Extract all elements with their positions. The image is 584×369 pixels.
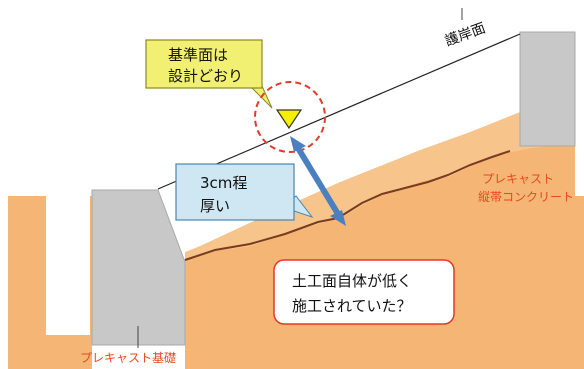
reference-highlight-circle: [254, 81, 326, 153]
reference-callout-box: [145, 39, 263, 89]
precast-band-concrete-label-line2: 縦帯コンクリート: [478, 190, 574, 204]
thickness-callout-line1: 3cm程: [200, 174, 247, 192]
note-line1: 土工面自体が低く: [292, 272, 412, 290]
precast-band-concrete-label-line1: プレキャスト: [482, 172, 554, 186]
precast-band-concrete-block: [519, 31, 576, 147]
reference-callout-line2: 設計どおり: [168, 67, 243, 85]
earth-surface-line: [184, 150, 511, 261]
note-box: [273, 259, 455, 325]
revetment-line: [157, 33, 521, 190]
precast-foundation-label: プレキャスト基礎: [80, 351, 176, 365]
precast-foundation-block: [91, 189, 186, 346]
note-line2: 施工されていた？: [292, 297, 412, 315]
double-arrow-icon: [290, 136, 346, 226]
revetment-face-label: 護岸面: [443, 20, 488, 49]
soil-upper-slope: [185, 112, 548, 262]
thickness-callout-line2: 厚い: [200, 197, 230, 215]
reference-callout-line1: 基準面は: [168, 46, 228, 64]
triangle-down-icon: [275, 109, 303, 130]
thickness-callout-box: [175, 163, 295, 221]
